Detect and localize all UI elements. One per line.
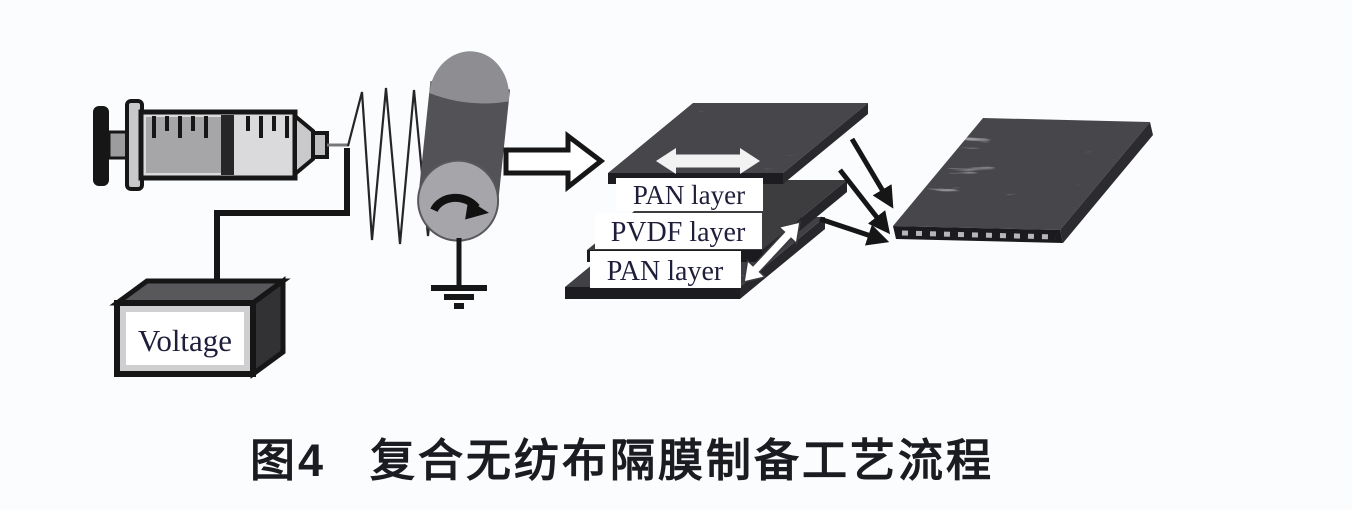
slab-right-edge xyxy=(783,103,868,184)
label-plate xyxy=(595,213,762,249)
needle-hub xyxy=(311,131,329,159)
membrane-edge-speckles xyxy=(901,230,1057,240)
high-voltage-wire xyxy=(214,148,350,292)
syringe-plunger-thumb-rest xyxy=(93,106,109,186)
membrane-top-face xyxy=(893,118,1150,230)
membrane-right-edge xyxy=(1060,122,1153,243)
rotation-arrowhead xyxy=(465,199,489,220)
drum-top-cap xyxy=(429,51,510,104)
label-plate xyxy=(590,251,741,288)
membrane-stack: PAN layer PVDF layer PAN layer xyxy=(565,103,868,299)
label-text: PVDF layer xyxy=(611,217,746,248)
voltage-source: Voltage xyxy=(109,276,291,379)
rotating-drum-collector xyxy=(417,51,511,242)
merge-arrows xyxy=(819,137,894,246)
layer-label-pvdf: PVDF layer xyxy=(595,213,762,249)
merge-arrow-icon xyxy=(819,216,890,246)
slab-front-edge xyxy=(565,287,740,299)
membrane-front-edge xyxy=(893,226,1063,243)
ground-icon xyxy=(431,285,487,309)
figure-caption: 图4 复合无纺布隔膜制备工艺流程 xyxy=(0,424,1244,489)
voltage-label: Voltage xyxy=(138,323,232,358)
polymer-solution xyxy=(146,117,222,173)
process-arrow-icon xyxy=(503,130,606,193)
syringe-tip-cone xyxy=(293,111,315,179)
merge-arrow-icon xyxy=(838,168,891,235)
syringe-graduation-marks xyxy=(152,116,289,138)
syringe-plunger-seal xyxy=(221,115,234,175)
label-text: PAN layer xyxy=(633,180,745,210)
spread-arrow-horizontal-icon xyxy=(656,148,760,174)
label-text: PAN layer xyxy=(607,256,724,287)
merge-arrow-icon xyxy=(849,137,894,209)
layer-label-pan-bottom: PAN layer xyxy=(590,251,741,288)
figure-number: 图4 xyxy=(249,435,326,486)
label-plate xyxy=(616,178,763,211)
voltage-label-plate xyxy=(126,312,244,365)
figure-title: 复合无纺布隔膜制备工艺流程 xyxy=(370,435,995,486)
spread-arrow-diagonal-icon xyxy=(743,221,801,283)
composite-membrane xyxy=(893,118,1153,243)
syringe xyxy=(93,99,349,191)
layer-label-pan-top: PAN layer xyxy=(616,178,763,211)
layer-slab-pan-top xyxy=(608,103,868,184)
